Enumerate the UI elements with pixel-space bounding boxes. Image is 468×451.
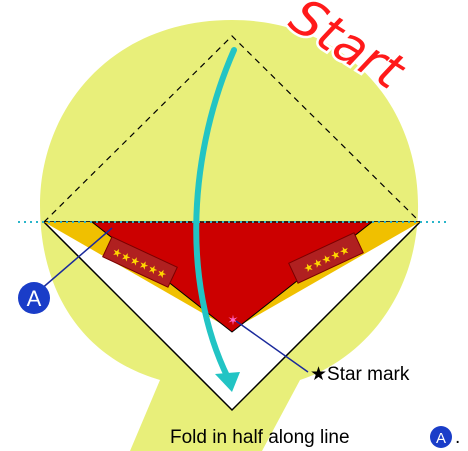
line-a-callout bbox=[39, 227, 113, 291]
instruction: Fold in half along line A . bbox=[170, 426, 460, 448]
instruction-badge-label: A bbox=[436, 430, 446, 447]
instruction-text: Fold in half along line bbox=[170, 427, 350, 448]
star-mark-label: ★Star mark bbox=[310, 364, 410, 385]
curved-arrow-down-icon bbox=[193, 47, 240, 392]
fold-arrow-shaft bbox=[193, 47, 237, 381]
line-a-badge-circle bbox=[18, 282, 50, 314]
line-a-badge: A bbox=[18, 282, 50, 314]
star-mark-callout bbox=[235, 320, 309, 373]
instruction-period: . bbox=[455, 427, 460, 448]
line-a-badge-label: A bbox=[27, 286, 42, 311]
star-icon: ✶ bbox=[227, 312, 239, 328]
fold-arrow-head bbox=[215, 372, 240, 392]
instruction-badge-circle bbox=[430, 426, 452, 448]
